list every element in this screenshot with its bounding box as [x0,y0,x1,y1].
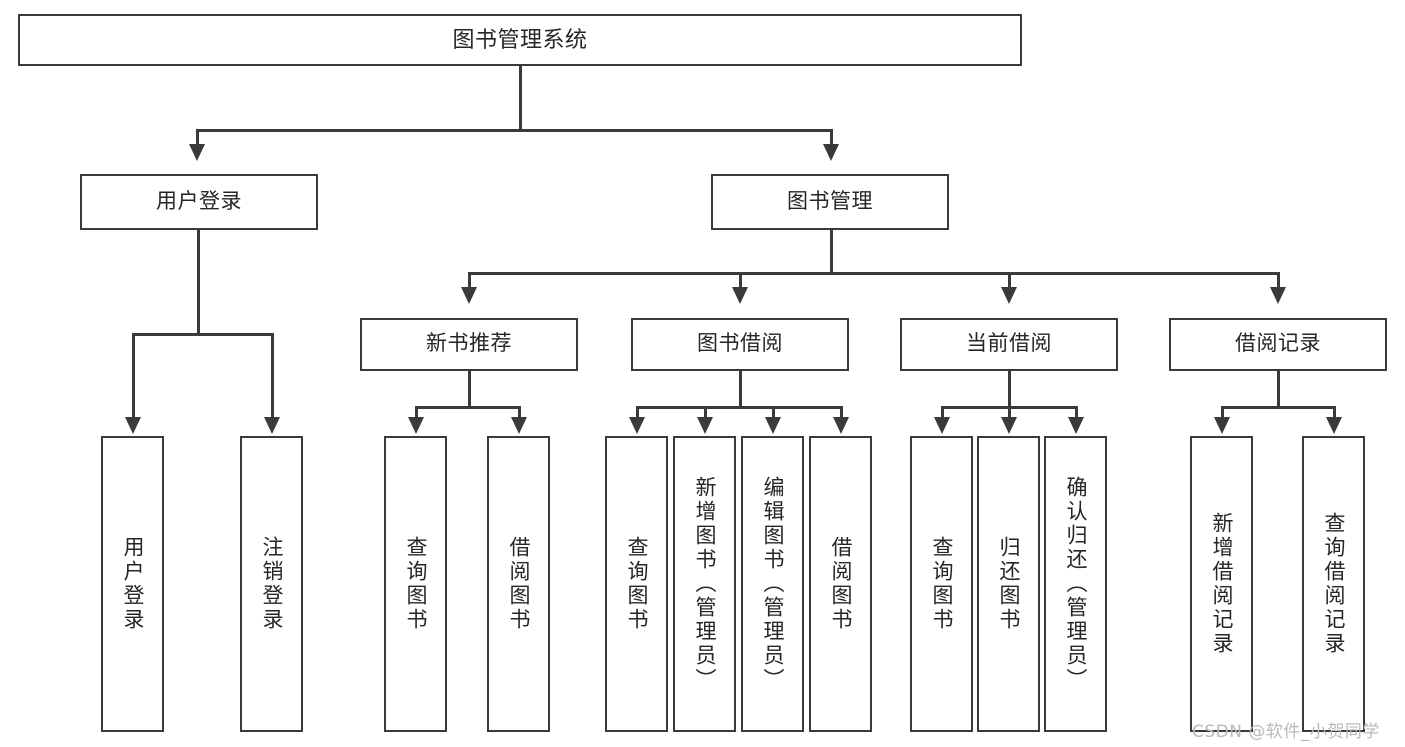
node-label: 图书借阅 [697,332,783,356]
connector-to-user-login [196,129,199,146]
connector-to-leaf-return-book [1008,406,1011,419]
node-label: 新增借阅记录 [1210,512,1233,656]
node-leaf-return-book[interactable]: 归还图书 [977,436,1040,732]
connector-user-login-stem [197,230,200,335]
arrowhead-leaf-query-record [1326,417,1342,434]
node-label: 注销登录 [260,536,283,632]
node-label: 确认归还（管理员） [1064,476,1087,692]
node-label: 借阅图书 [507,536,530,632]
node-leaf-edit-book[interactable]: 编辑图书（管理员） [741,436,804,732]
arrowhead-current-borrow [1001,287,1017,304]
node-leaf-query-book-1[interactable]: 查询图书 [384,436,447,732]
node-borrow-record[interactable]: 借阅记录 [1169,318,1387,371]
connector-user-login-bus [133,333,274,336]
connector-to-leaf-add-book [704,406,707,419]
connector-level2-bus [197,129,832,132]
node-label: 图书管理系统 [452,27,588,53]
arrowhead-leaf-query-book-3 [934,417,950,434]
connector-to-leaf-query-record [1333,406,1336,419]
node-leaf-user-login[interactable]: 用户登录 [101,436,164,732]
node-label: 用户登录 [121,536,144,632]
arrowhead-leaf-logout-login [264,417,280,434]
node-leaf-add-record[interactable]: 新增借阅记录 [1190,436,1253,732]
node-label: 用户登录 [156,189,242,213]
connector-to-leaf-user-login [132,333,135,419]
connector-level3-bus [469,272,1279,275]
connector-to-book-borrow [739,272,742,289]
connector-to-leaf-borrow-book-1 [518,406,521,419]
arrowhead-new-book-recommend [461,287,477,304]
node-leaf-borrow-book-2[interactable]: 借阅图书 [809,436,872,732]
connector-to-current-borrow [1008,272,1011,289]
arrowhead-book-management [823,144,839,161]
connector-root-stem [519,66,522,131]
node-leaf-query-book-3[interactable]: 查询图书 [910,436,973,732]
node-label: 查询借阅记录 [1322,512,1345,656]
connector-to-leaf-confirm-return [1075,406,1078,419]
connector-to-borrow-record [1277,272,1280,289]
node-label: 编辑图书（管理员） [761,476,784,692]
arrowhead-leaf-confirm-return [1068,417,1084,434]
node-label: 归还图书 [997,536,1020,632]
node-label: 查询图书 [625,536,648,632]
node-label: 当前借阅 [966,332,1052,356]
connector-to-leaf-edit-book [772,406,775,419]
arrowhead-leaf-edit-book [765,417,781,434]
node-book-management[interactable]: 图书管理 [711,174,949,230]
arrowhead-user-login [189,144,205,161]
node-label: 查询图书 [930,536,953,632]
arrowhead-leaf-add-book [697,417,713,434]
arrowhead-borrow-record [1270,287,1286,304]
node-label: 借阅图书 [829,536,852,632]
arrowhead-leaf-query-book-1 [408,417,424,434]
arrowhead-leaf-add-record [1214,417,1230,434]
node-leaf-query-record[interactable]: 查询借阅记录 [1302,436,1365,732]
connector-to-book-management [830,129,833,146]
node-leaf-add-book[interactable]: 新增图书（管理员） [673,436,736,732]
node-label: 图书管理 [787,189,873,213]
connector-borrow-record-stem [1277,371,1280,408]
connector-to-leaf-logout-login [271,333,274,419]
connector-new-book-recommend-bus [416,406,521,409]
node-label: 查询图书 [404,536,427,632]
node-root-book-management-system[interactable]: 图书管理系统 [18,14,1022,66]
connector-borrow-record-bus [1222,406,1335,409]
node-label: 借阅记录 [1235,332,1321,356]
node-label: 新书推荐 [426,332,512,356]
connector-to-leaf-borrow-book-2 [840,406,843,419]
connector-book-management-stem [830,230,833,274]
arrowhead-leaf-borrow-book-2 [833,417,849,434]
node-leaf-confirm-return[interactable]: 确认归还（管理员） [1044,436,1107,732]
node-leaf-logout-login[interactable]: 注销登录 [240,436,303,732]
connector-to-leaf-query-book-2 [636,406,639,419]
arrowhead-book-borrow [732,287,748,304]
node-new-book-recommend[interactable]: 新书推荐 [360,318,578,371]
arrowhead-leaf-query-book-2 [629,417,645,434]
node-current-borrow[interactable]: 当前借阅 [900,318,1118,371]
node-book-borrow[interactable]: 图书借阅 [631,318,849,371]
arrowhead-leaf-return-book [1001,417,1017,434]
connector-book-borrow-bus [637,406,843,409]
arrowhead-leaf-borrow-book-1 [511,417,527,434]
node-leaf-borrow-book-1[interactable]: 借阅图书 [487,436,550,732]
connector-to-leaf-query-book-3 [941,406,944,419]
connector-current-borrow-stem [1008,371,1011,408]
connector-to-leaf-add-record [1221,406,1224,419]
connector-to-new-book-recommend [468,272,471,289]
connector-to-leaf-query-book-1 [415,406,418,419]
node-user-login[interactable]: 用户登录 [80,174,318,230]
connector-new-book-recommend-stem [468,371,471,408]
node-label: 新增图书（管理员） [693,476,716,692]
connector-book-borrow-stem [739,371,742,408]
node-leaf-query-book-2[interactable]: 查询图书 [605,436,668,732]
watermark-credit: CSDN @软件_小贺同学 [1192,722,1380,742]
arrowhead-leaf-user-login [125,417,141,434]
